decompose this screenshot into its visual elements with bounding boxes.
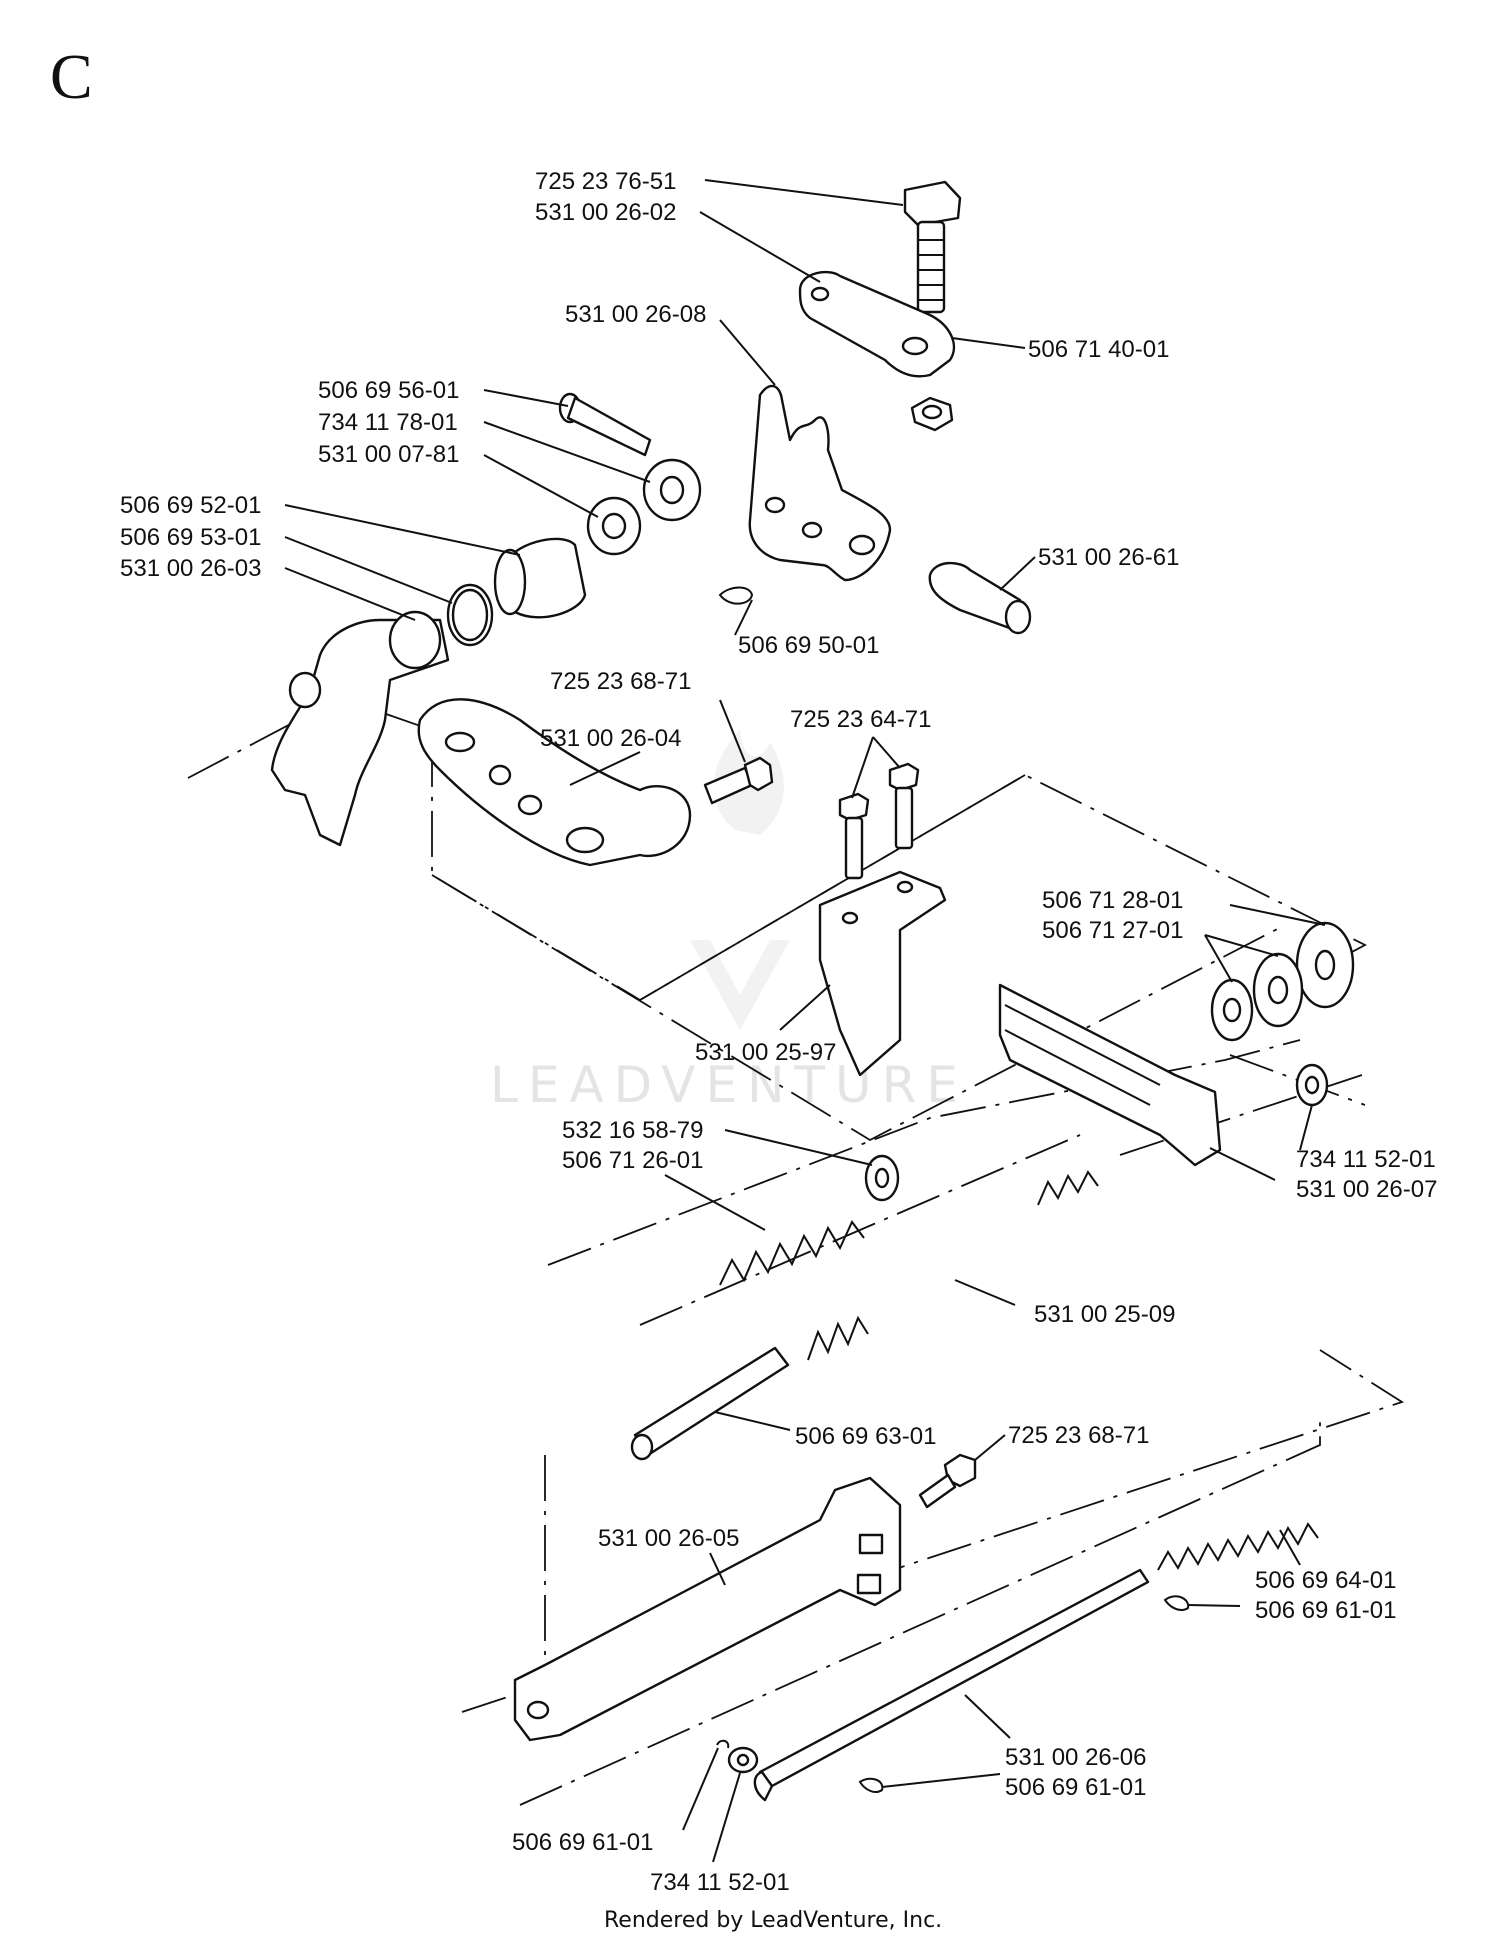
- rod-bent-part: [753, 1568, 1150, 1802]
- part-labels: 725 23 76-51 531 00 26-02 531 00 26-08 5…: [120, 168, 1437, 1896]
- label-531-00-26-03: 531 00 26-03: [120, 555, 261, 582]
- lower-bolt-part: [918, 1453, 977, 1509]
- clevis-pin-part: [558, 392, 652, 457]
- mounting-bracket-part: [818, 870, 947, 1077]
- cotter-pin-lower-part: [716, 1739, 730, 1749]
- hex-nut-part: [910, 396, 954, 432]
- label-506-69-56-01: 506 69 56-01: [318, 377, 459, 404]
- label-734-11-78-01: 734 11 78-01: [318, 409, 458, 436]
- label-734-11-52-01-right: 734 11 52-01: [1296, 1146, 1436, 1173]
- washer-stack-part: [1210, 921, 1355, 1042]
- slotted-lever-part: [998, 983, 1222, 1167]
- label-506-71-28-01: 506 71 28-01: [1042, 887, 1183, 914]
- label-725-23-68-71-lower: 725 23 68-71: [1008, 1422, 1149, 1449]
- small-washer-part: [1295, 1063, 1329, 1107]
- link-plate-part: [798, 270, 956, 378]
- cotter-pin-right-part: [1163, 1595, 1190, 1611]
- cotter-pin-rod-part: [858, 1777, 884, 1793]
- hex-bolt-part: [903, 180, 962, 314]
- curved-arm-part: [417, 698, 692, 867]
- leader-lines: [284, 179, 1326, 1863]
- label-506-69-61-01-rod: 506 69 61-01: [1005, 1774, 1146, 1801]
- label-531-00-26-05: 531 00 26-05: [598, 1525, 739, 1552]
- bracket-bolts-part: [838, 762, 920, 880]
- label-734-11-52-01-lower: 734 11 52-01: [650, 1869, 790, 1896]
- assembly-outlines: [187, 697, 1405, 1806]
- label-506-69-64-01: 506 69 64-01: [1255, 1567, 1396, 1594]
- section-letter: C: [50, 41, 93, 112]
- label-725-23-68-71-top: 725 23 68-71: [550, 668, 691, 695]
- washer-part: [586, 458, 702, 556]
- label-506-71-40-01: 506 71 40-01: [1028, 336, 1169, 363]
- label-532-16-58-79: 532 16 58-79: [562, 1117, 703, 1144]
- label-506-69-52-01: 506 69 52-01: [120, 492, 261, 519]
- watermark-text: LEADVENTURE: [490, 1056, 968, 1114]
- label-506-69-61-01-lower: 506 69 61-01: [512, 1829, 653, 1856]
- label-531-00-26-61: 531 00 26-61: [1038, 544, 1179, 571]
- label-506-69-61-01-right: 506 69 61-01: [1255, 1597, 1396, 1624]
- label-531-00-26-06: 531 00 26-06: [1005, 1744, 1146, 1771]
- label-725-23-76-51: 725 23 76-51: [535, 168, 676, 195]
- o-ring-part: [446, 583, 494, 647]
- label-531-00-26-04: 531 00 26-04: [540, 725, 681, 752]
- lower-washer-part: [727, 1746, 759, 1774]
- long-lever-part: [513, 1476, 902, 1742]
- label-725-23-64-71: 725 23 64-71: [790, 706, 931, 733]
- label-506-69-53-01: 506 69 53-01: [120, 524, 261, 551]
- label-531-00-07-81: 531 00 07-81: [318, 441, 459, 468]
- label-506-71-27-01: 506 71 27-01: [1042, 917, 1183, 944]
- label-531-00-25-09: 531 00 25-09: [1034, 1301, 1175, 1328]
- label-531-00-26-08: 531 00 26-08: [565, 301, 706, 328]
- pin-part: [928, 561, 1032, 635]
- label-506-69-63-01: 506 69 63-01: [795, 1423, 936, 1450]
- rod-part: [630, 1346, 790, 1461]
- bracket-part: [748, 384, 892, 582]
- bushing-part: [493, 537, 587, 619]
- pivot-arm-part: [270, 610, 450, 847]
- label-531-00-26-02: 531 00 26-02: [535, 199, 676, 226]
- label-506-69-50-01: 506 69 50-01: [738, 632, 879, 659]
- label-531-00-26-07: 531 00 26-07: [1296, 1176, 1437, 1203]
- small-bolt-part: [703, 756, 774, 805]
- cotter-pin-part: [718, 586, 754, 605]
- label-506-71-26-01: 506 71 26-01: [562, 1147, 703, 1174]
- footer-credit: Rendered by LeadVenture, Inc.: [604, 1908, 942, 1933]
- label-531-00-25-97: 531 00 25-97: [695, 1039, 836, 1066]
- compression-spring-part: [719, 1170, 1319, 1571]
- spring-washer-part: [864, 1154, 900, 1202]
